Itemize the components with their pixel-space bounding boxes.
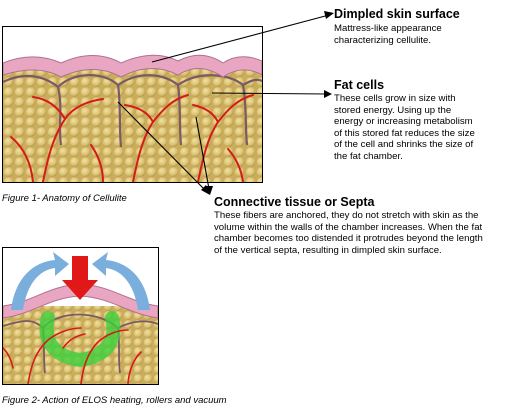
annotation-fat-line: energy or increasing metabolism: [334, 116, 473, 128]
annotation-septa-line: These fibers are anchored, they do not s…: [214, 210, 479, 221]
annotation-fat-cells: Fat cells These cells grow in size with …: [334, 78, 475, 163]
figure-2-caption: Figure 2- Action of ELOS heating, roller…: [2, 395, 227, 406]
elos-action-drawing: [3, 252, 158, 384]
annotation-septa-line: of the vertical septa, resulting in dimp…: [214, 244, 442, 256]
figure-2-illustration: [2, 247, 159, 385]
arrowhead-fat: [324, 90, 332, 98]
roller-pressure-arrow: [62, 256, 98, 300]
arrowhead-septa-a: [201, 185, 210, 195]
annotation-fat-line: of the cell and shrinks the size of: [334, 139, 474, 151]
annotation-fat-line: the fat chamber.: [334, 150, 403, 162]
arrowhead-dimpled: [324, 11, 334, 19]
cellulite-anatomy-drawing: [3, 27, 262, 182]
arrowhead-septa-b: [206, 186, 213, 195]
annotation-fat-heading: Fat cells: [334, 78, 385, 92]
annotation-septa-line: chamber becomes too distended it protrud…: [214, 233, 483, 245]
annotation-septa: Connective tissue or Septa These fibers …: [214, 195, 483, 256]
heat-glow: [39, 311, 121, 368]
vacuum-arrow-right: [92, 252, 150, 310]
annotation-fat-line: These cells grow in size with: [334, 93, 456, 104]
annotation-septa-heading: Connective tissue or Septa: [214, 195, 375, 209]
figure-1-illustration: [2, 26, 263, 183]
annotation-fat-line: of this stored fat reduces the size: [334, 127, 475, 139]
annotation-dimpled-line: Mattress-like appearance: [334, 23, 442, 34]
annotation-dimpled-line: characterizing cellulite.: [334, 34, 432, 46]
annotation-dimpled-heading: Dimpled skin surface: [334, 7, 460, 21]
blood-vessels-2: [3, 327, 142, 384]
annotation-septa-body: These fibers are anchored, they do not s…: [214, 210, 483, 256]
annotation-septa-line: volume within the walls of the chamber i…: [214, 221, 483, 233]
annotation-fat-body: These cells grow in size with stored ene…: [334, 93, 475, 163]
vacuum-arrow-left: [11, 252, 69, 310]
annotation-fat-line: stored energy. Using up the: [334, 104, 452, 116]
figure-1-caption: Figure 1- Anatomy of Cellulite: [2, 193, 127, 204]
annotation-dimpled-body: Mattress-like appearance characterizing …: [334, 23, 460, 46]
annotation-dimpled-skin: Dimpled skin surface Mattress-like appea…: [334, 7, 460, 46]
